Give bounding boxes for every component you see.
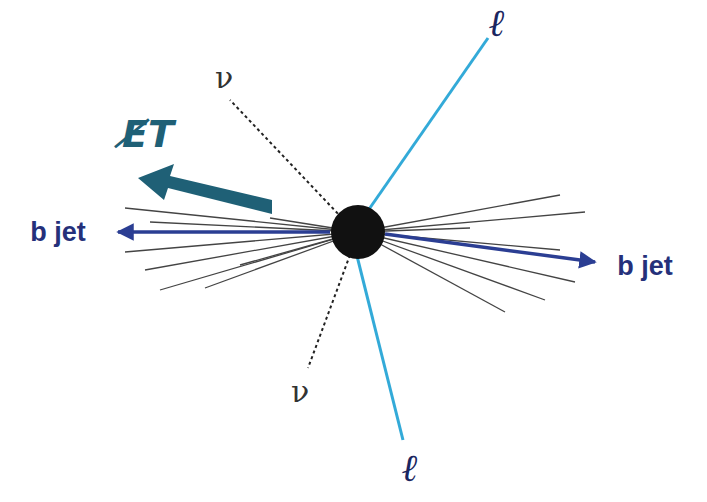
particle-label: E̸T <box>122 115 174 153</box>
particle-label: ν <box>291 377 309 407</box>
missing-et-arrow <box>138 164 272 214</box>
particle-label: b jet <box>30 219 86 246</box>
lepton-track <box>356 252 403 440</box>
neutrino-track <box>308 255 350 368</box>
particle-label: ℓ <box>402 449 418 487</box>
vertex <box>331 205 385 259</box>
b-jet-arrow <box>385 234 595 262</box>
particle-label: ν <box>215 63 233 93</box>
lepton-track <box>365 38 488 215</box>
hadron-tracks <box>125 195 585 312</box>
b-jet-arrow <box>118 230 330 234</box>
particle-label: ℓ <box>489 4 505 42</box>
particle-label: b jet <box>617 253 673 280</box>
